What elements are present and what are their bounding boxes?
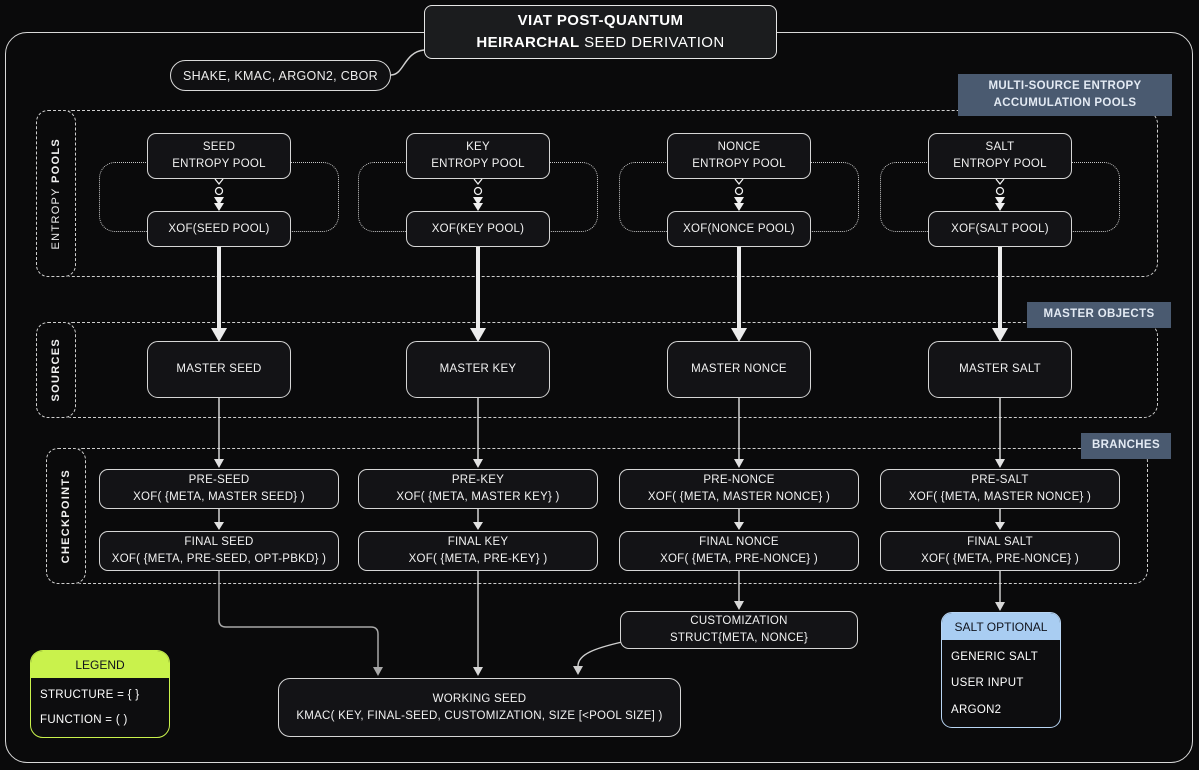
title-line1: VIAT POST-QUANTUM (517, 12, 684, 30)
node-master-nonce: MASTER NONCE (667, 341, 811, 398)
node-master-salt: MASTER SALT (928, 341, 1072, 398)
node-master-key: MASTER KEY (406, 341, 550, 398)
tag-master-objects: MASTER OBJECTS (1027, 302, 1171, 328)
legend-items: STRUCTURE = { } FUNCTION = ( ) (31, 678, 169, 737)
legend-header: LEGEND (31, 651, 169, 678)
salt-optional-card: SALT OPTIONAL GENERIC SALT USER INPUT AR… (941, 612, 1061, 728)
salt-optional-header: SALT OPTIONAL (942, 613, 1060, 640)
legend-card: LEGEND STRUCTURE = { } FUNCTION = ( ) (30, 650, 170, 738)
legend-item-function: FUNCTION = ( ) (40, 714, 128, 727)
salt-option-generic-salt: GENERIC SALT (951, 651, 1039, 664)
salt-option-user-input: USER INPUT (951, 677, 1024, 690)
title-line2: HEIRARCHAL SEED DERIVATION (476, 34, 725, 51)
diagram-title: VIAT POST-QUANTUM HEIRARCHAL SEED DERIVA… (424, 5, 777, 59)
node-xof-salt-pool: XOF(SALT POOL) (928, 211, 1072, 247)
tag-multi-source-entropy-pools: MULTI-SOURCE ENTROPY ACCUMULATION POOLS (958, 74, 1172, 116)
salt-optional-items: GENERIC SALT USER INPUT ARGON2 (942, 640, 1060, 727)
node-master-seed: MASTER SEED (147, 341, 291, 398)
node-xof-key-pool: XOF(KEY POOL) (406, 211, 550, 247)
node-xof-nonce-pool: XOF(NONCE POOL) (667, 211, 811, 247)
legend-item-structure: STRUCTURE = { } (40, 688, 140, 701)
side-label-checkpoints: CHECKPOINTS (46, 448, 86, 584)
node-xof-seed-pool: XOF(SEED POOL) (147, 211, 291, 247)
side-label-entropy-pools: ENTROPY POOLS (36, 110, 76, 277)
side-label-sources: SOURCES (36, 322, 76, 418)
salt-option-argon2: ARGON2 (951, 703, 1002, 716)
algorithms-pill: SHAKE, KMAC, ARGON2, CBOR (170, 60, 391, 91)
tag-branches: BRANCHES (1081, 433, 1171, 459)
